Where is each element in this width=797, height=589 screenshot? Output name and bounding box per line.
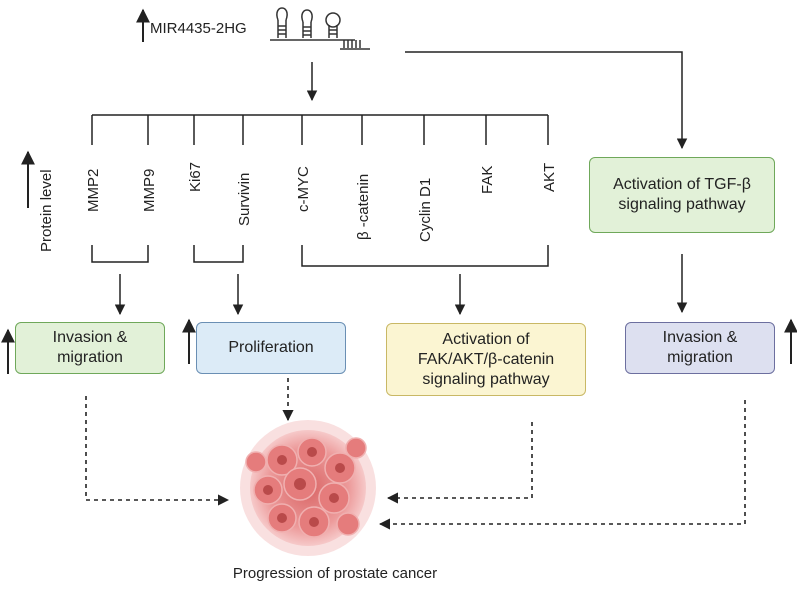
fak-akt-pathway-box: Activation of FAK/AKT/β-catenin signalin… — [386, 323, 586, 396]
tgf-pathway-line2: signaling pathway — [618, 196, 746, 213]
invasion-migration-box-right: Invasion & migration — [625, 322, 775, 374]
tgf-beta-pathway-box: Activation of TGF-β signaling pathway — [589, 157, 775, 233]
protein-label-mmp2: MMP2 — [85, 169, 102, 212]
dashed-invasion-right-to-tumor — [378, 400, 746, 530]
protein-label-survivin: Survivin — [236, 173, 253, 226]
protein-label-mmp9: MMP9 — [141, 169, 158, 212]
fak-pathway-line1: Activation of — [442, 330, 530, 348]
dashed-invasion-left-to-tumor — [85, 396, 230, 506]
protein-level-label: Protein level — [38, 169, 55, 252]
protein-label-cyclin-d1: Cyclin D1 — [417, 178, 434, 242]
protein-label-fak: FAK — [479, 166, 496, 194]
invasion-migration-box-left: Invasion & migration — [15, 322, 165, 374]
protein-label-c-myc: c-MYC — [295, 166, 312, 212]
outcome-caption: Progression of prostate cancer — [232, 565, 438, 582]
dashed-fak-to-tumor — [386, 422, 533, 504]
rna-hairpin-icon — [270, 7, 370, 50]
bracket-mmp — [91, 245, 149, 263]
protein-top-bracket — [91, 114, 549, 145]
protein-label-beta-catenin: β -catenin — [355, 174, 372, 240]
invasion-right-line1: Invasion & — [662, 329, 738, 346]
fak-pathway-line2: FAK/AKT/β-catenin — [417, 350, 555, 368]
invasion-right-line2: migration — [667, 349, 733, 366]
protein-label-akt: AKT — [541, 163, 558, 192]
proliferation-box: Proliferation — [196, 322, 346, 374]
bracket-fak — [301, 245, 549, 267]
tgf-pathway-line1: Activation of TGF-β — [613, 176, 751, 193]
invasion-left-line2: migration — [57, 349, 123, 366]
fak-pathway-line3: signaling pathway — [422, 370, 550, 388]
arrow-gene-to-tgf — [405, 51, 688, 150]
bracket-proliferation — [193, 245, 244, 263]
invasion-left-line1: Invasion & — [52, 329, 128, 346]
proliferation-label: Proliferation — [228, 339, 314, 356]
protein-label-ki67: Ki67 — [187, 162, 204, 192]
gene-label: MIR4435-2HG — [150, 20, 247, 37]
tumor-cluster-icon — [240, 420, 376, 556]
